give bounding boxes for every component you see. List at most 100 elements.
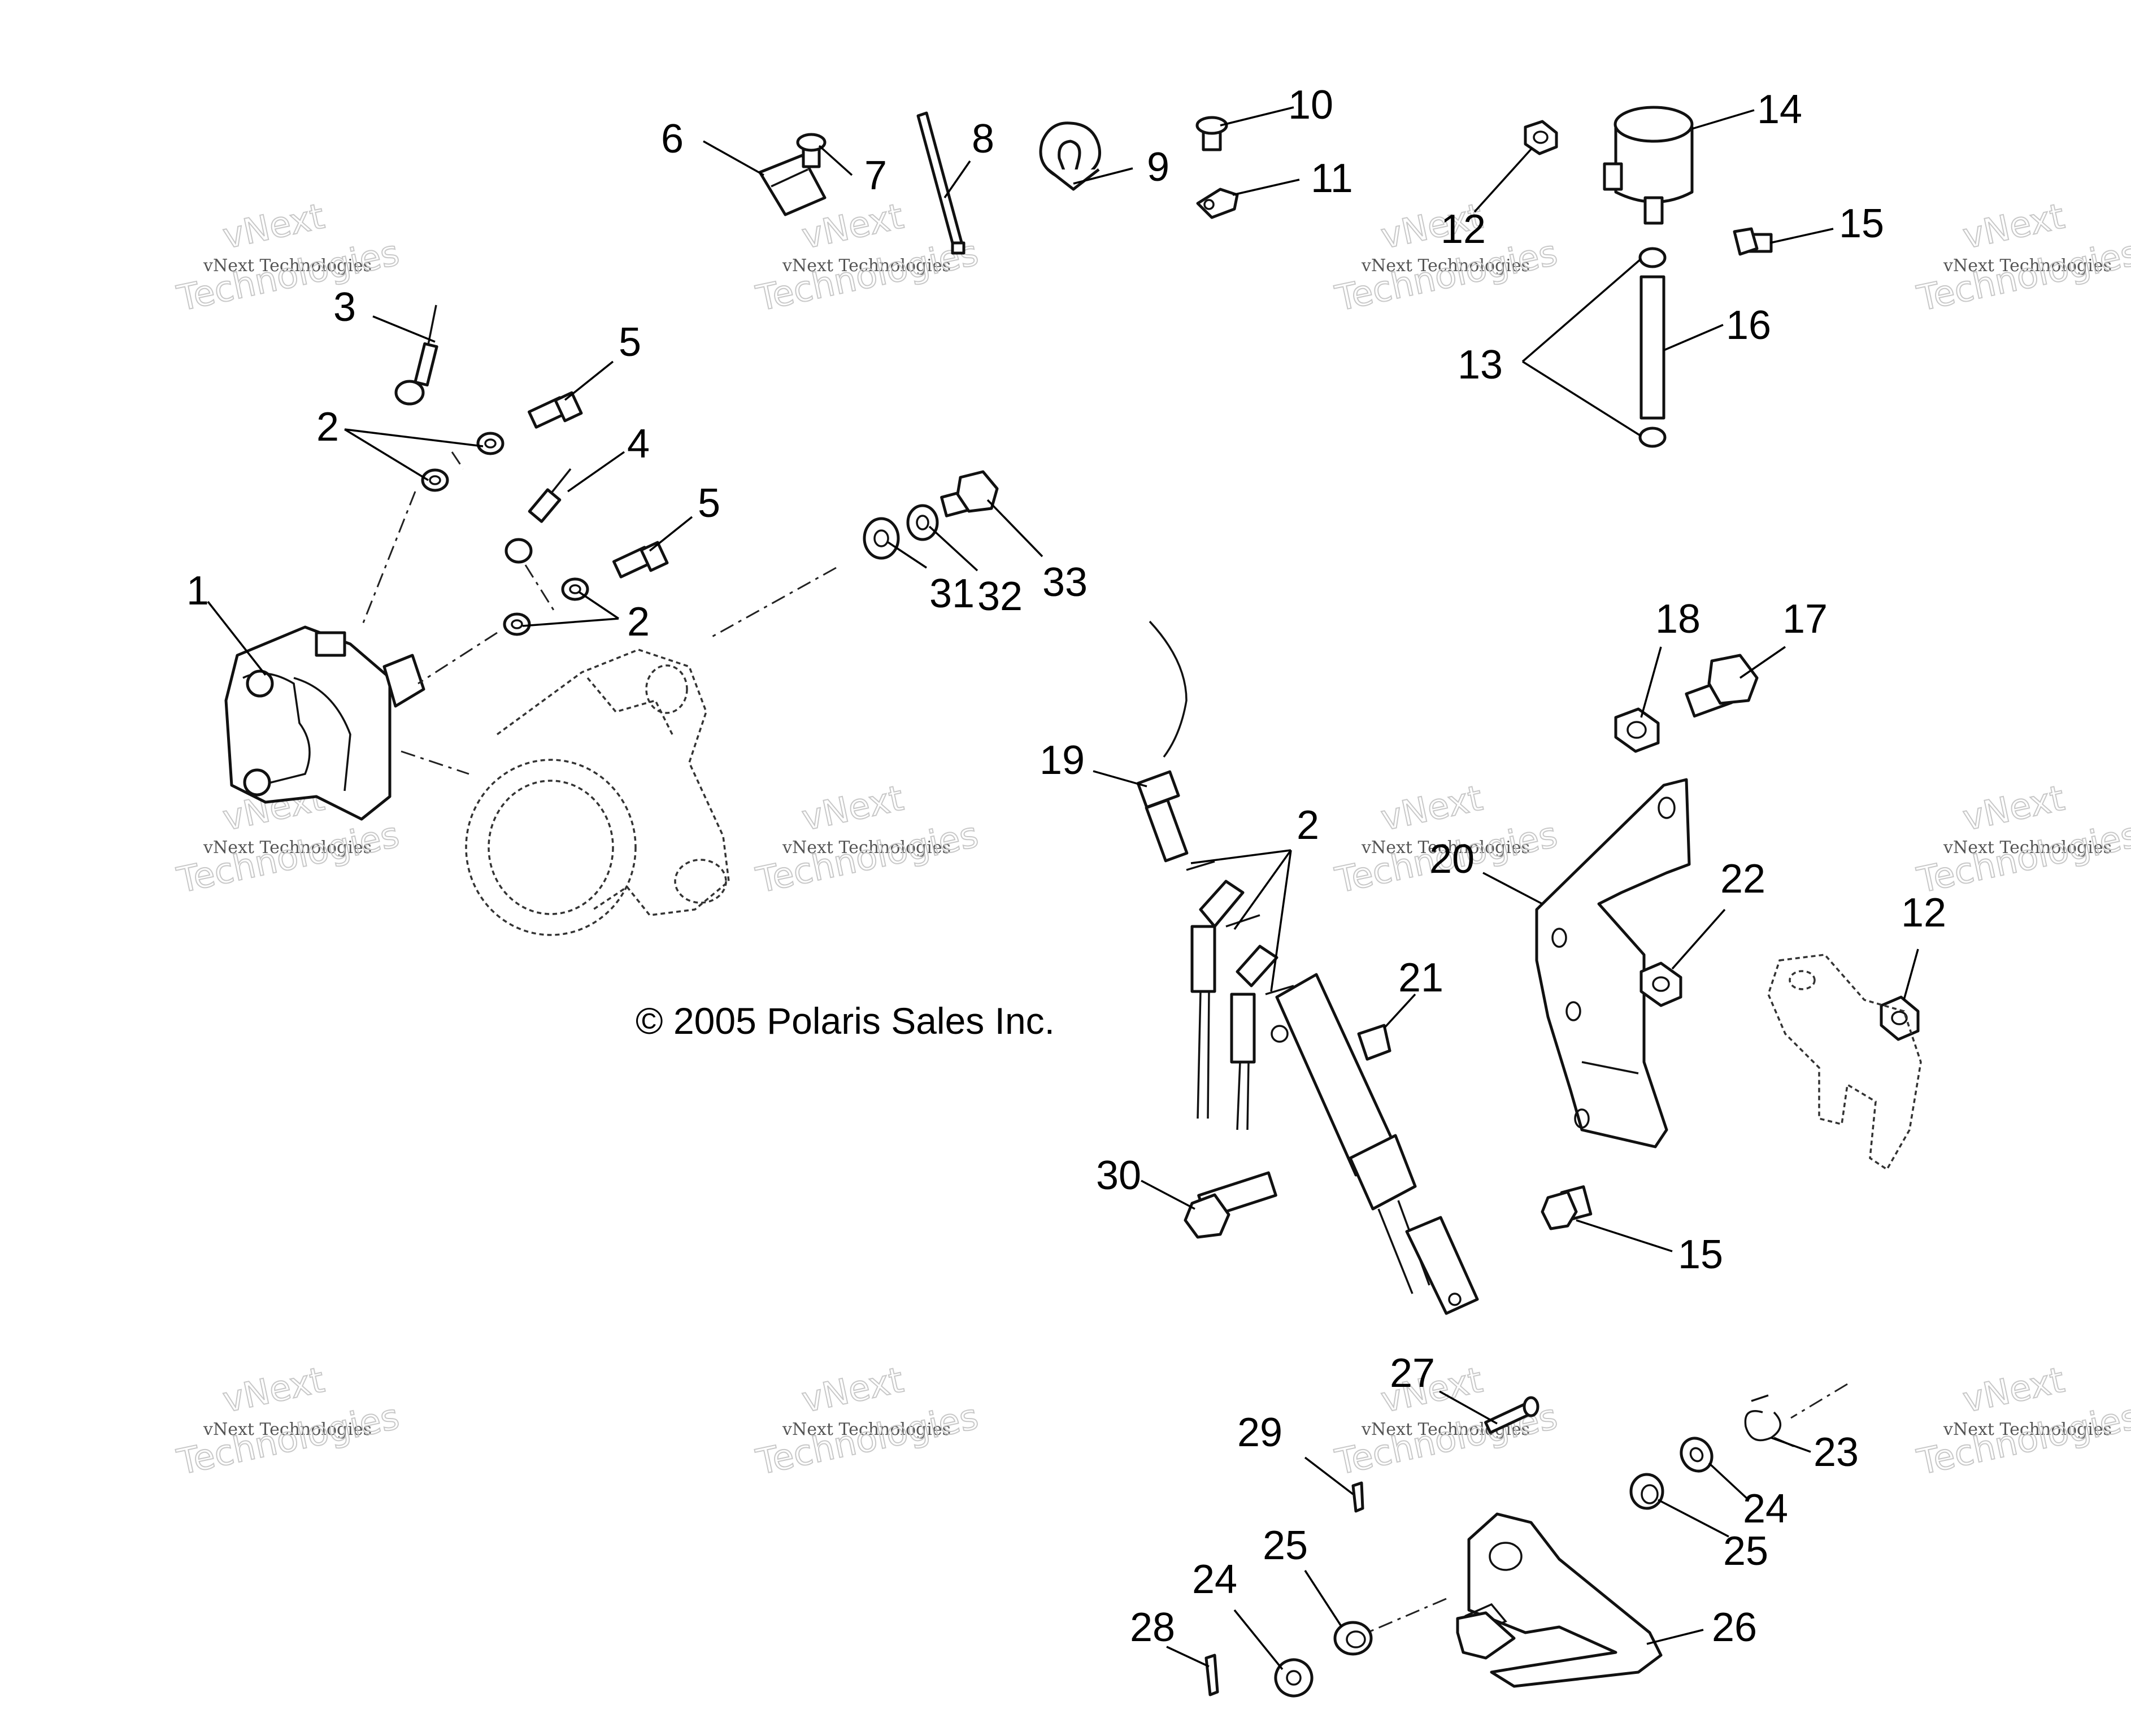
washer-32 (906, 504, 939, 541)
callout-5-lower: 5 (698, 481, 720, 526)
callout-18: 18 (1655, 597, 1701, 642)
clamp-11 (1196, 188, 1239, 219)
bolt-15-lower (1541, 1185, 1593, 1230)
rod-8 (916, 111, 966, 255)
callout-15-lower: 15 (1678, 1232, 1723, 1277)
svg-text:vNext Technologies: vNext Technologies (782, 256, 951, 276)
svg-text:vNext Technologies: vNext Technologies (203, 1420, 372, 1439)
callout-32: 32 (977, 574, 1023, 619)
grommet-9 (1039, 121, 1101, 191)
callout-30: 30 (1096, 1153, 1141, 1198)
nut-12-right (1880, 995, 1920, 1041)
callout-11: 11 (1311, 156, 1353, 201)
callout-labels: 1 2 2 2 3 4 5 5 6 7 8 9 10 11 12 12 13 1… (186, 82, 1946, 1650)
reservoir-14 (1603, 106, 1694, 225)
svg-text:vNext: vNext (1959, 1359, 2068, 1421)
svg-text:vNext Technologies: vNext Technologies (203, 256, 372, 276)
callout-21: 21 (1398, 955, 1443, 1000)
svg-text:vNext Technologies: vNext Technologies (1943, 256, 2112, 276)
sensor-19 (1136, 620, 1189, 863)
svg-text:vNext Technologies: vNext Technologies (1361, 838, 1530, 858)
leader-lines (207, 106, 1919, 1670)
callout-1: 1 (186, 568, 209, 614)
watermark: vNext vNext Technologies Technologies (1913, 195, 2131, 320)
callout-4: 4 (627, 421, 650, 467)
watermark: vNext vNext Technologies Technologies (1913, 1359, 2131, 1483)
washer-24-right (1680, 1437, 1714, 1473)
hub-knuckle-ghost (465, 649, 730, 936)
callout-25-bottom: 25 (1263, 1523, 1308, 1568)
svg-text:vNext Technologies: vNext Technologies (782, 838, 951, 858)
watermark: vNext vNext Technologies Technologies (752, 777, 982, 902)
callout-28: 28 (1130, 1605, 1175, 1650)
cotter-pin-28 (1204, 1654, 1219, 1696)
svg-text:vNext: vNext (1959, 777, 2068, 839)
callout-31: 31 (929, 571, 975, 616)
nut-22 (1639, 961, 1682, 1007)
bolt-30 (1184, 1171, 1277, 1239)
banjo-line-3 (394, 304, 438, 406)
svg-text:vNext Technologies: vNext Technologies (782, 1420, 951, 1439)
callout-29: 29 (1237, 1410, 1282, 1455)
callout-26: 26 (1712, 1605, 1757, 1650)
svg-text:vNext: vNext (798, 195, 907, 257)
svg-text:vNext Technologies: vNext Technologies (1943, 1420, 2112, 1439)
callout-3: 3 (333, 285, 356, 330)
callout-2-upper: 2 (316, 404, 339, 450)
svg-text:vNext: vNext (798, 777, 907, 839)
svg-text:Technologies: Technologies (753, 1395, 982, 1482)
callout-2-middle: 2 (627, 599, 650, 645)
pedal-26 (1456, 1512, 1663, 1688)
callout-19: 19 (1040, 738, 1085, 783)
callout-22: 22 (1720, 856, 1765, 902)
washer-2-lower-a (503, 612, 531, 636)
callout-14: 14 (1757, 87, 1802, 132)
callout-27: 27 (1390, 1351, 1435, 1396)
callout-8: 8 (972, 116, 994, 162)
callout-15-upper: 15 (1839, 201, 1884, 246)
watermark: vNext vNext Technologies Technologies (752, 1359, 982, 1483)
watermark: vNext vNext Technologies Technologies (173, 195, 403, 320)
washer-24-bottom (1274, 1658, 1314, 1698)
brake-line-fitting-4 (505, 468, 572, 564)
master-cylinder-21 (1271, 973, 1479, 1315)
washer-2-upper-a (421, 468, 449, 492)
callout-16: 16 (1726, 303, 1771, 348)
bushing-25-right (1629, 1473, 1664, 1510)
callout-7: 7 (864, 153, 887, 198)
svg-text:vNext: vNext (1959, 195, 2068, 257)
callout-24-bottom: 24 (1192, 1557, 1237, 1602)
svg-text:vNext: vNext (798, 1359, 907, 1421)
callout-17: 17 (1782, 597, 1828, 642)
svg-text:vNext: vNext (219, 195, 328, 257)
cotter-pin-29 (1351, 1481, 1364, 1513)
callout-13: 13 (1458, 342, 1503, 388)
pedal-ghost (1767, 954, 1922, 1171)
callout-25-right: 25 (1723, 1529, 1768, 1574)
callout-23: 23 (1813, 1430, 1859, 1475)
brake-lines-2 (1186, 860, 1294, 1130)
pin-27 (1484, 1396, 1539, 1434)
bolt-15-upper (1733, 227, 1773, 256)
callout-33: 33 (1042, 560, 1088, 605)
watermark: vNext vNext Technologies Technologies (173, 1359, 403, 1483)
bracket-20 (1535, 778, 1691, 1148)
spring-23 (1744, 1394, 1794, 1447)
bushing-25-bottom (1333, 1621, 1373, 1656)
svg-text:Technologies: Technologies (753, 813, 982, 900)
svg-text:vNext Technologies: vNext Technologies (1361, 256, 1530, 276)
nut-12-upper (1524, 120, 1558, 155)
washer-31 (863, 517, 900, 560)
callout-12-upper: 12 (1441, 207, 1486, 252)
callout-9: 9 (1147, 145, 1169, 190)
svg-text:vNext: vNext (219, 1359, 328, 1421)
assembly-lines (360, 451, 1848, 1634)
svg-text:vNext: vNext (1377, 777, 1486, 839)
callout-5-upper: 5 (619, 320, 641, 365)
callout-2-right: 2 (1297, 803, 1319, 848)
callout-24-right: 24 (1743, 1486, 1788, 1531)
bolt-17 (1685, 654, 1759, 718)
screw-10 (1195, 116, 1228, 151)
rivet-7 (796, 133, 827, 168)
